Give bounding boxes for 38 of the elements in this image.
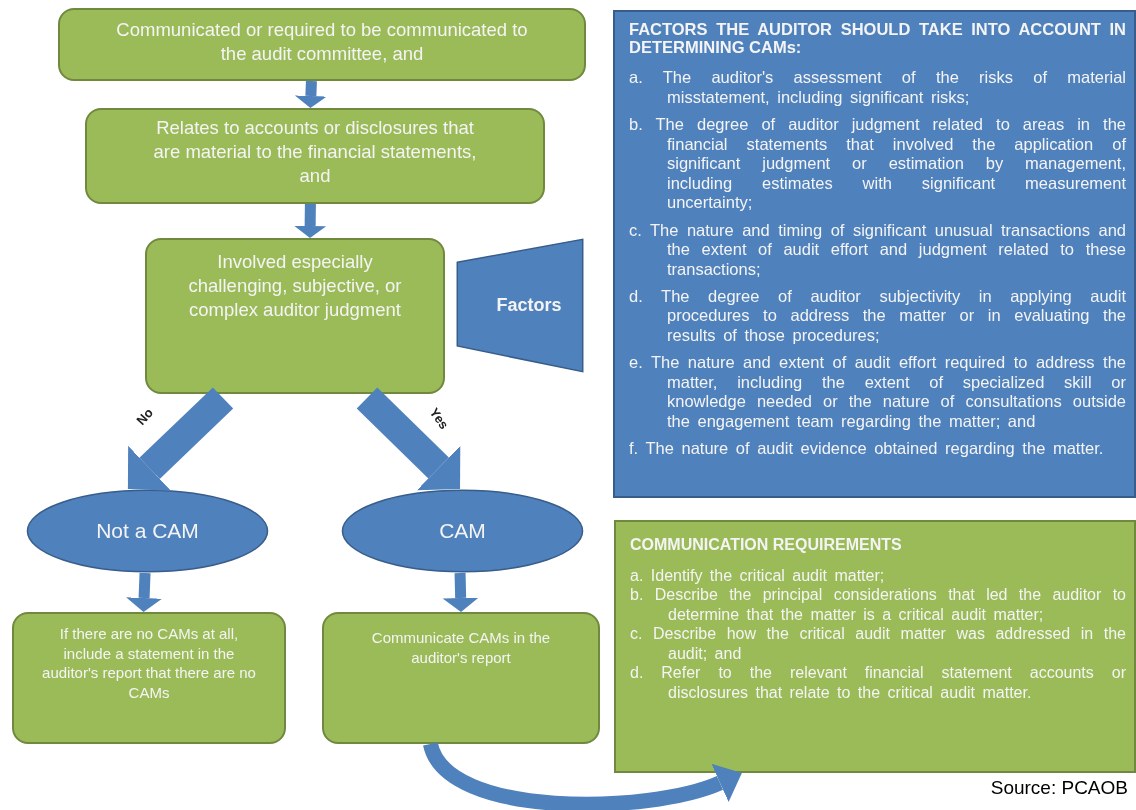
panel-heading: COMMUNICATION REQUIREMENTS xyxy=(630,536,903,554)
box-text: Relates to accounts or disclosures that are material to the financial statements, and xyxy=(152,116,478,189)
shape-text: Factors xyxy=(496,295,562,316)
process-box xyxy=(322,612,600,744)
box-text: Communicate CAMs in the auditor's report xyxy=(370,628,552,667)
block-arrow xyxy=(294,80,327,108)
box-text: If there are no CAMs at all, include a statement in the auditor's report that there are no CAMs xyxy=(41,624,257,702)
list-item: c. The nature and timing of significant unusual transactions and the extent of audit effort and judgment related to these transactions; xyxy=(629,220,1126,279)
process-box xyxy=(145,238,445,394)
process-box xyxy=(58,8,586,81)
list-item: d. The degree of auditor subjectivity in applying audit procedures to address the matter or in evaluating the results of those procedures; xyxy=(629,286,1126,346)
list-item: f. The nature of audit evidence obtained regarding the matter. xyxy=(629,439,1105,459)
edge-label: No xyxy=(133,405,157,428)
list-item: d. Refer to the relevant financial statement accounts or disclosures that relate to the critical audit matter. xyxy=(630,663,1126,703)
block-arrow xyxy=(127,387,234,491)
panel-heading: FACTORS THE AUDITOR SHOULD TAKE INTO ACCOUNT IN DETERMINING CAMs: xyxy=(629,20,1126,57)
list-item: b. Describe the principal considerations that led the auditor to determine that the matter is a critical audit matter; xyxy=(630,585,1126,625)
shape-text: Not a CAM xyxy=(96,519,199,543)
list-item: b. The degree of auditor judgment related to areas in the financial statements that involved the application of significant judgment or estimation by management, including estimates with significant measurement uncertainty; xyxy=(629,115,1126,213)
list-item: e. The nature and extent of audit effort required to address the matter, including the extent of specialized skill or knowledge needed or the nature of consultations outside the engagement team regarding the matter; and xyxy=(629,353,1126,432)
block-arrow xyxy=(294,203,327,238)
block-arrow xyxy=(356,387,461,491)
info-panel xyxy=(614,520,1136,773)
list-item: a. Identify the critical audit matter; xyxy=(630,565,886,586)
outcome-ellipse xyxy=(340,489,585,573)
edge-label: Yes xyxy=(426,405,452,432)
shape-text: CAM xyxy=(439,519,486,543)
funnel-shape xyxy=(456,238,584,373)
block-arrow xyxy=(442,572,479,612)
box-text: Communicated or required to be communicated to the audit committee, and xyxy=(115,18,529,67)
block-arrow xyxy=(126,572,163,612)
process-box xyxy=(85,108,545,204)
box-text: Involved especially challenging, subjective, or complex auditor judgment xyxy=(187,250,403,323)
source-note: Source: PCAOB xyxy=(990,777,1128,799)
outcome-ellipse xyxy=(25,489,270,573)
list-item: a. The auditor's assessment of the risks of material misstatement, including significant risks; xyxy=(629,68,1126,108)
info-panel xyxy=(613,10,1136,498)
process-box xyxy=(12,612,286,744)
